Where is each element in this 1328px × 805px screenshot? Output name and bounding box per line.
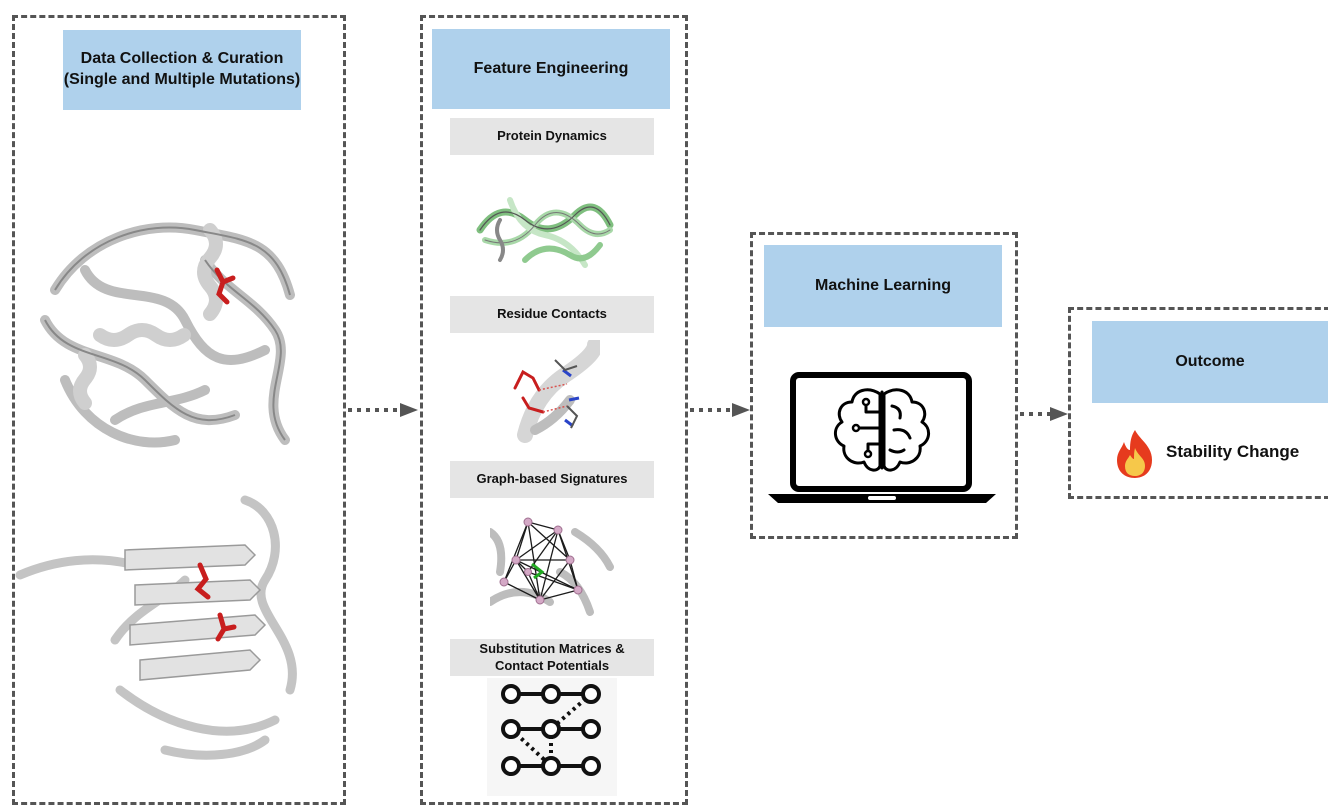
protein-structure-icon — [15, 495, 297, 760]
machine-learning-panel — [750, 232, 1018, 539]
feature-residue-contacts: Residue Contacts — [450, 296, 654, 333]
arrow-right-icon — [690, 403, 750, 417]
data-collection-title-line2: (Single and Multiple Mutations) — [63, 71, 301, 88]
outcome-panel — [1068, 307, 1328, 499]
protein-dynamics-icon — [476, 197, 614, 268]
arrow-right-icon — [1020, 407, 1068, 421]
machine-learning-header: Machine Learning — [764, 245, 1002, 327]
stability-change-label: Stability Change — [1166, 442, 1300, 461]
protein-structure-icon — [40, 222, 295, 448]
feature-substitution-line1: Substitution Matrices & — [479, 641, 625, 657]
feature-graph-based-signatures: Graph-based Signatures — [450, 461, 654, 498]
outcome-header: Outcome — [1092, 321, 1328, 403]
substitution-graph-icon — [487, 678, 617, 796]
data-collection-header: Data Collection & Curation (Single and M… — [63, 30, 301, 110]
feature-engineering-header: Feature Engineering — [432, 29, 670, 109]
feature-protein-dynamics: Protein Dynamics — [450, 118, 654, 155]
graph-signature-icon — [490, 517, 614, 616]
laptop-brain-icon — [768, 372, 996, 503]
contact-map-icon — [513, 340, 600, 443]
feature-substitution-matrices: Substitution Matrices & Contact Potentia… — [450, 639, 654, 676]
feature-substitution-line2: Contact Potentials — [494, 657, 610, 673]
data-collection-title-line1: Data Collection & Curation — [80, 50, 284, 68]
arrow-right-icon — [348, 403, 418, 417]
flame-icon — [1117, 430, 1152, 478]
